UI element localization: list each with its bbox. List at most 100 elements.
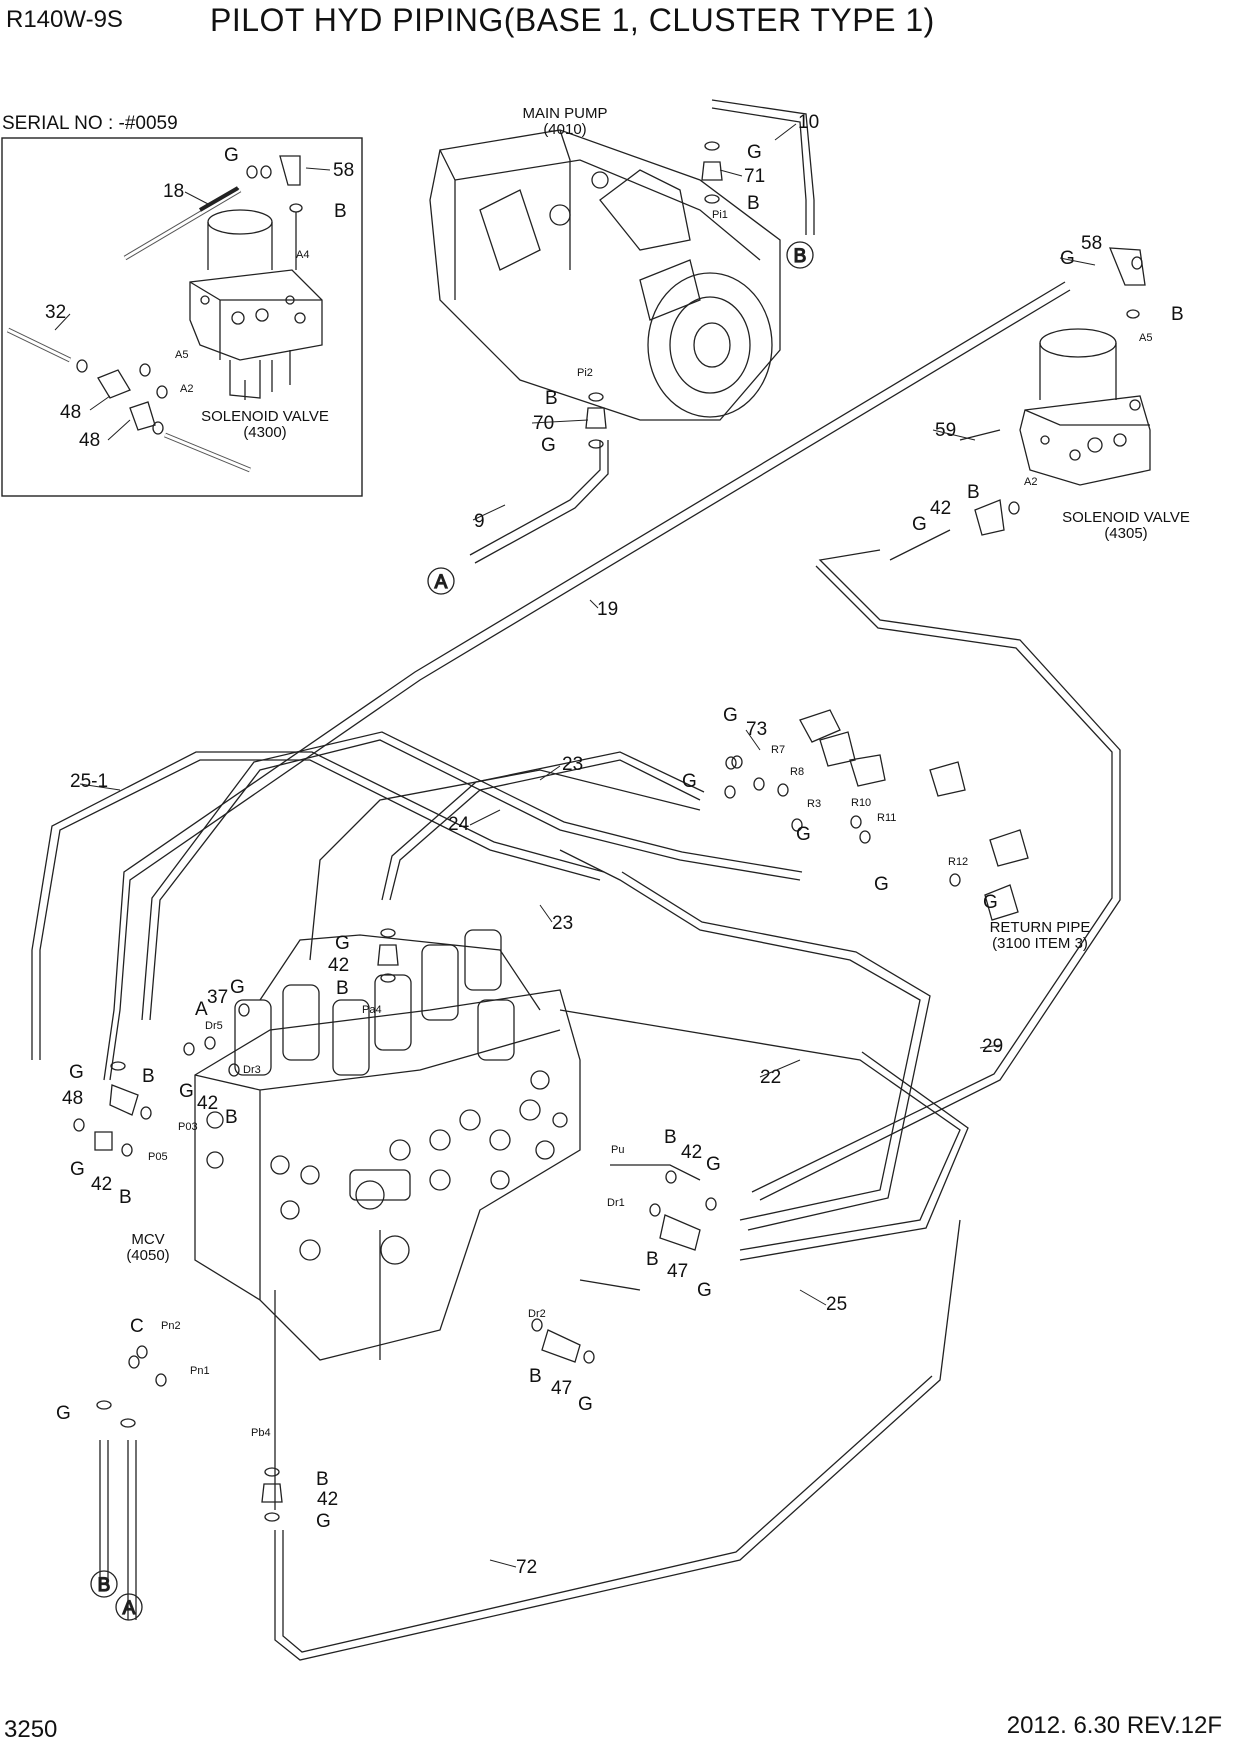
label-b: B xyxy=(664,1127,677,1148)
label-b: B xyxy=(747,193,760,214)
label-g: G xyxy=(697,1280,712,1301)
label-g: G xyxy=(1060,248,1075,269)
port-r10: R10 xyxy=(851,797,871,809)
label-b: B xyxy=(316,1469,329,1490)
inset-fittings xyxy=(76,155,303,435)
port-dr3: Dr3 xyxy=(243,1064,261,1076)
label-g: G xyxy=(706,1154,721,1175)
inset-frame xyxy=(1,137,363,497)
solenoid-valve-4305 xyxy=(1019,328,1151,486)
mcv-caption: MCV xyxy=(131,1231,164,1248)
callout-48-inset-b: 48 xyxy=(79,430,100,451)
connector-a-pipe9 xyxy=(427,567,455,595)
solenoid-right-caption: SOLENOID VALVE xyxy=(1062,509,1190,526)
label-g: G xyxy=(747,142,762,163)
callout-25: 25 xyxy=(826,1294,847,1315)
fittings-and-orings xyxy=(73,141,1146,1522)
connector-a-bottom-label: A xyxy=(123,1598,136,1619)
port-dr1: Dr1 xyxy=(607,1197,625,1209)
label-g: G xyxy=(723,705,738,726)
callout-9: 9 xyxy=(474,511,485,532)
label-b: B xyxy=(545,388,558,409)
callout-48-inset-a: 48 xyxy=(60,402,81,423)
port-pb4: Pb4 xyxy=(251,1427,271,1439)
solenoid-valve-4300 xyxy=(189,209,323,400)
label-g: G xyxy=(335,933,350,954)
callout-72: 72 xyxy=(516,1557,537,1578)
port-pa4: Pa4 xyxy=(362,1004,382,1016)
main-pump-4010 xyxy=(429,129,781,421)
callout-42-mid: 42 xyxy=(328,955,349,976)
port-r3: R3 xyxy=(807,798,821,810)
callout-42-left-a: 42 xyxy=(197,1093,218,1114)
callout-42-right: 42 xyxy=(930,498,951,519)
port-r12: R12 xyxy=(948,856,968,868)
callout-58-right: 58 xyxy=(1081,233,1102,254)
return-pipe-ref: (3100 ITEM 3) xyxy=(992,935,1088,952)
solenoid-left-caption: SOLENOID VALVE xyxy=(201,408,329,425)
label-g: G xyxy=(56,1403,71,1424)
callout-22: 22 xyxy=(760,1067,781,1088)
port-r7: R7 xyxy=(771,744,785,756)
solenoid-right-ref: (4305) xyxy=(1104,525,1147,542)
port-p05: P05 xyxy=(148,1151,168,1163)
label-g: G xyxy=(224,145,239,166)
port-a5: A5 xyxy=(1139,332,1152,344)
label-b: B xyxy=(119,1187,132,1208)
label-b: B xyxy=(225,1107,238,1128)
port-r11: R11 xyxy=(877,812,896,824)
callout-24: 24 xyxy=(448,814,470,835)
label-g: G xyxy=(983,892,998,913)
callout-37: 37 xyxy=(207,987,228,1008)
port-pn1: Pn1 xyxy=(190,1365,210,1377)
port-a5-inset: A5 xyxy=(175,349,188,361)
label-c: C xyxy=(130,1316,144,1337)
port-pu: Pu xyxy=(611,1144,624,1156)
callout-42-left-b: 42 xyxy=(91,1174,112,1195)
callout-42-pb4: 42 xyxy=(317,1489,338,1510)
label-b: B xyxy=(336,978,349,999)
callout-23-bottom: 23 xyxy=(552,913,573,934)
port-a2: A2 xyxy=(1024,476,1037,488)
main-pump-caption: MAIN PUMP xyxy=(522,105,607,122)
label-b: B xyxy=(967,482,980,503)
label-b: B xyxy=(529,1366,542,1387)
page-title: PILOT HYD PIPING(BASE 1, CLUSTER TYPE 1) xyxy=(210,2,935,38)
label-g: G xyxy=(316,1511,331,1532)
callout-23-top: 23 xyxy=(562,754,583,775)
port-r8: R8 xyxy=(790,766,804,778)
pipe-routing xyxy=(31,99,1121,1661)
label-g: G xyxy=(179,1081,194,1102)
callout-18: 18 xyxy=(163,181,184,202)
port-pi2: Pi2 xyxy=(577,367,593,379)
model-label: R140W-9S xyxy=(6,6,123,33)
revision-date: 2012. 6.30 REV.12F xyxy=(1006,1712,1222,1739)
port-pi1: Pi1 xyxy=(712,209,728,221)
leader-lines xyxy=(54,123,1096,1568)
port-dr2: Dr2 xyxy=(528,1308,546,1320)
label-g: G xyxy=(578,1394,593,1415)
label-g: G xyxy=(874,874,889,895)
label-g: G xyxy=(230,977,245,998)
serial-number: SERIAL NO : -#0059 xyxy=(2,113,178,134)
callout-73: 73 xyxy=(746,719,767,740)
main-pump-ref: (4010) xyxy=(543,121,586,138)
callout-59: 59 xyxy=(935,420,956,441)
label-g: G xyxy=(70,1159,85,1180)
connector-b-bottom xyxy=(90,1570,118,1598)
mcv-4050 xyxy=(194,929,581,1361)
label-g: G xyxy=(69,1062,84,1083)
label-b: B xyxy=(646,1249,659,1270)
connector-b-pump xyxy=(786,241,814,269)
label-a: A xyxy=(195,999,208,1020)
callout-70: 70 xyxy=(533,413,554,434)
callout-58-inset: 58 xyxy=(333,160,354,181)
port-dr5: Dr5 xyxy=(205,1020,223,1032)
callout-47-bottom: 47 xyxy=(551,1378,572,1399)
page-number: 3250 xyxy=(4,1716,58,1743)
callout-25-1: 25-1 xyxy=(70,771,108,792)
label-g: G xyxy=(682,771,697,792)
port-pn2: Pn2 xyxy=(161,1320,181,1332)
callout-42-pu: 42 xyxy=(681,1142,702,1163)
